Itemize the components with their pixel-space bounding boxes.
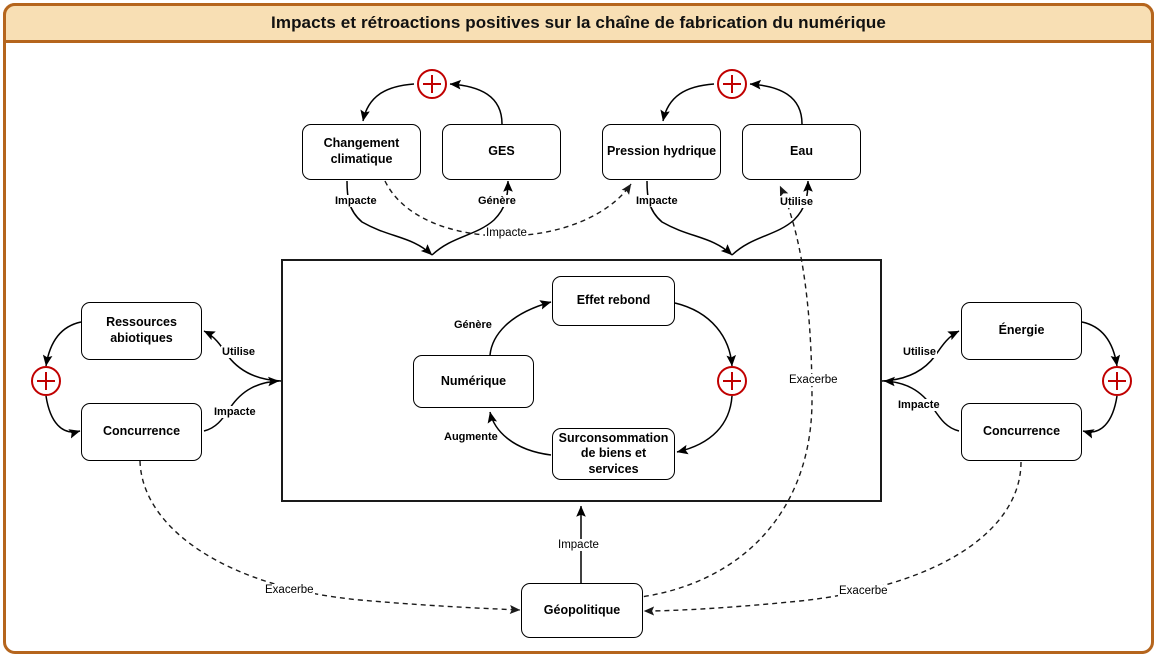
page-title: Impacts et rétroactions positives sur la…: [271, 13, 886, 32]
node-label: Pression hydrique: [606, 144, 717, 159]
edge-ges-to-plus: [449, 79, 503, 125]
plus-icon-top-left: [417, 69, 447, 99]
node-label: Concurrence: [102, 424, 181, 439]
edge-dashed-concurrence-droite-to-geopolitique: [643, 461, 1022, 616]
node-label: Eau: [790, 144, 813, 159]
edge-label-exacerbe-gauche: Exacerbe: [264, 584, 315, 596]
edge-label-impacte-pression: Impacte: [635, 195, 679, 207]
node-label: Ressources abiotiques: [106, 315, 177, 345]
node-ges[interactable]: GES: [442, 124, 561, 180]
edge-system-to-ges: [431, 180, 513, 256]
edge-label-impacte-concurrence-droite: Impacte: [897, 399, 941, 411]
node-label: Changement climatique: [323, 136, 400, 166]
node-pression-hydrique[interactable]: Pression hydrique: [602, 124, 721, 180]
edge-label-impacte-dashed: Impacte: [485, 227, 528, 239]
edge-pression-to-system: [646, 180, 733, 256]
edge-plus-to-pression: [660, 83, 715, 122]
edge-label-impacte-concurrence-gauche: Impacte: [213, 406, 257, 418]
node-label: GES: [488, 144, 515, 159]
node-concurrence-gauche[interactable]: Concurrence: [81, 403, 202, 461]
node-label: Numérique: [440, 373, 507, 388]
edge-plus-to-concurrence-droite: [1082, 395, 1118, 439]
node-numerique[interactable]: Numérique: [413, 355, 534, 408]
edge-label-exacerbe-centre: Exacerbe: [788, 374, 839, 386]
edge-changement-to-system: [346, 180, 433, 256]
edge-plus-to-changement: [360, 83, 415, 122]
edge-plus-to-concurrence-gauche: [45, 395, 81, 439]
edge-plus-to-surconsommation: [676, 395, 733, 455]
edge-surconsommation-to-numerique: [487, 411, 552, 456]
plus-icon-left: [31, 366, 61, 396]
digital-system-frame: [281, 259, 882, 502]
edge-numerique-to-effet-rebond: [489, 300, 552, 356]
edge-label-utilise-energie: Utilise: [902, 346, 938, 358]
edge-label-genere-ges: Génère: [477, 195, 517, 207]
plus-icon-right: [1102, 366, 1132, 396]
edge-energie-to-plus: [1081, 321, 1121, 367]
edge-dashed-geopolitique-center: [607, 185, 813, 601]
node-label: Effet rebond: [576, 293, 651, 308]
edge-eau-to-plus: [749, 79, 803, 125]
plus-icon-top-right: [717, 69, 747, 99]
node-eau[interactable]: Eau: [742, 124, 861, 180]
edge-label-impacte-changement: Impacte: [334, 195, 378, 207]
edge-label-utilise-eau: Utilise: [779, 196, 815, 208]
edge-label-utilise-ressources: Utilise: [221, 346, 257, 358]
node-effet-rebond[interactable]: Effet rebond: [552, 276, 675, 326]
title-bar: Impacts et rétroactions positives sur la…: [3, 3, 1154, 43]
edge-dashed-changement-to-pression: [384, 180, 632, 237]
edge-system-to-eau: [731, 180, 813, 256]
plus-icon-core: [717, 366, 747, 396]
node-label: Géopolitique: [543, 602, 621, 617]
node-geopolitique[interactable]: Géopolitique: [521, 583, 643, 638]
edge-ressources-to-plus: [42, 321, 82, 367]
edge-effet-rebond-to-plus: [674, 302, 737, 367]
node-label: Concurrence: [982, 424, 1061, 439]
edge-label-augmente-core: Augmente: [443, 431, 499, 443]
node-concurrence-droite[interactable]: Concurrence: [961, 403, 1082, 461]
edge-dashed-concurrence-gauche-to-geopolitique: [139, 460, 521, 614]
node-label: Surconsommation de biens et services: [558, 430, 669, 476]
edge-label-exacerbe-droite: Exacerbe: [838, 585, 889, 597]
edge-label-impacte-geopolitique: Impacte: [557, 539, 600, 551]
node-label: Énergie: [998, 323, 1045, 338]
node-ressources-abiotiques[interactable]: Ressources abiotiques: [81, 302, 202, 360]
node-changement-climatique[interactable]: Changement climatique: [302, 124, 421, 180]
edge-label-genere-core: Génère: [453, 319, 493, 331]
node-energie[interactable]: Énergie: [961, 302, 1082, 360]
node-surconsommation[interactable]: Surconsommation de biens et services: [552, 428, 675, 480]
